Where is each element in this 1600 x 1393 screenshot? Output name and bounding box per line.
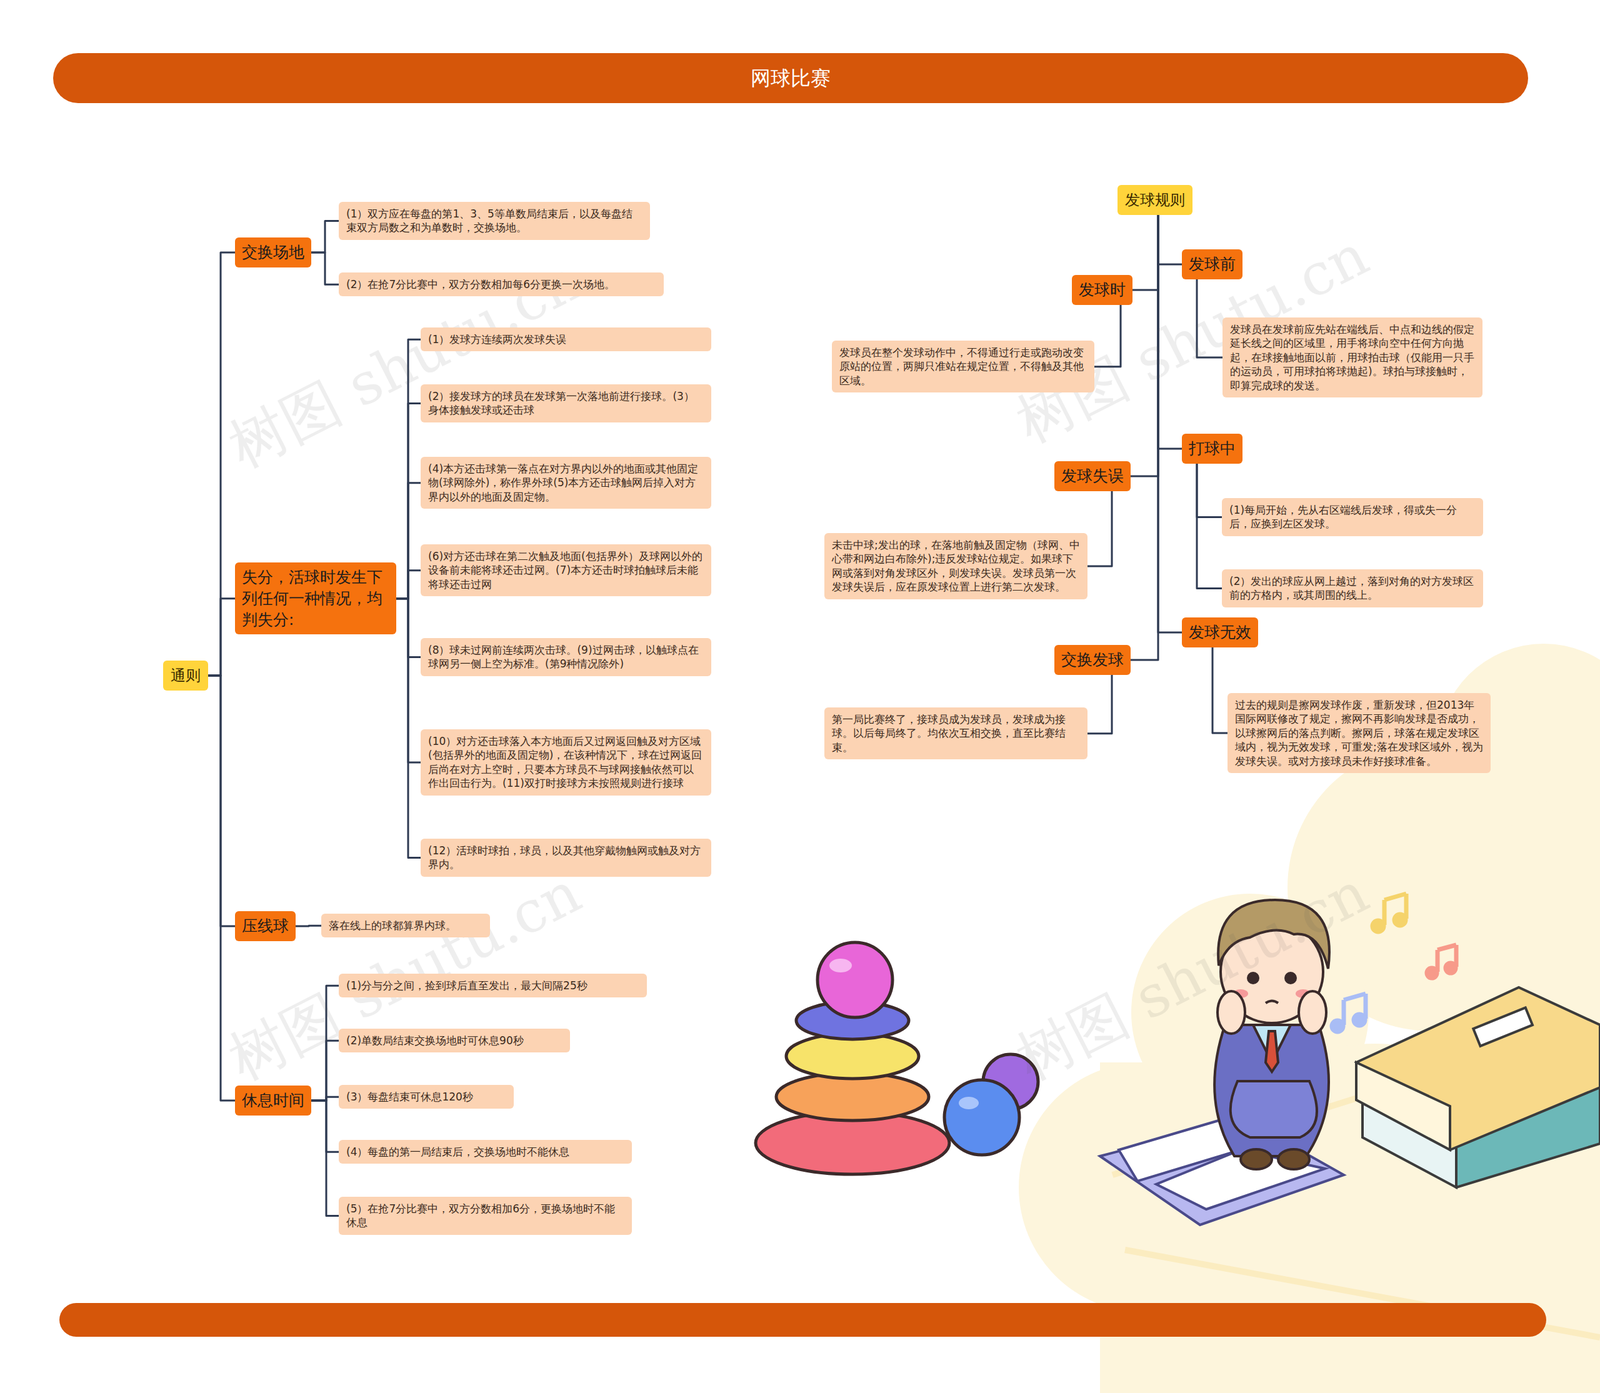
tree-connector: [311, 1100, 339, 1152]
stacking-toy: [755, 942, 950, 1175]
root-topic: 发球规则: [1117, 185, 1193, 215]
tree-connector: [1158, 215, 1182, 633]
topic-text: (1)分与分之间，捡到球后直至发出，最大间隔25秒: [346, 978, 640, 993]
leaf-note: (2）发出的球应从网上越过，落到对角的对方发球区前的方格内，或其周围的线上。: [1221, 569, 1484, 608]
topic-text: (10）对方还击球落入本方地面后又过网返回触及对方区域(包括界外的地面及固定物)…: [428, 734, 704, 791]
tree-connector: [1087, 675, 1112, 734]
topic-text: 发球失误: [1061, 465, 1124, 487]
tree-connector: [1158, 215, 1182, 265]
topic-text: 休息时间: [241, 1090, 305, 1112]
branch-topic: 交换场地: [235, 237, 312, 268]
branch-topic: 失分，活球时发生下列任何一种情况，均判失分:: [235, 562, 397, 635]
topic-text: (2)单数局结束交换场地时可休息90秒: [346, 1033, 563, 1048]
tree-connector: [1130, 215, 1159, 660]
topic-text: 发球无效: [1188, 621, 1252, 644]
branch-topic: 交换发球: [1054, 645, 1131, 675]
branch-topic: 压线球: [235, 911, 296, 942]
topic-text: 交换发球: [1061, 649, 1124, 671]
topic-text: (6)对方还击球在第二次触及地面(包括界外）及球网以外的设备前未能将球还击过网。…: [428, 549, 704, 592]
tree-connector: [311, 1100, 339, 1217]
topic-text: 发球员在整个发球动作中，不得通过行走或跑动改变原站的位置，两脚只准站在规定位置，…: [839, 345, 1087, 388]
topic-text: (1）双方应在每盘的第1、3、5等单数局结束后，以及每盘结束双方局数之和为单数时…: [346, 206, 643, 235]
leaf-note: 未击中球;发出的球，在落地前触及固定物（球网、中心带和网边白布除外);违反发球站…: [824, 533, 1088, 600]
tree-connector: [1196, 463, 1222, 518]
title-text: 网球比赛: [53, 53, 1529, 104]
topic-text: 未击中球;发出的球，在落地前触及固定物（球网、中心带和网边白布除外);违反发球站…: [831, 538, 1080, 595]
tree-connector: [396, 483, 421, 599]
topic-text: 第一局比赛终了，接球员成为发球员，发球成为接球。以后每局终了。均依次互相交换，直…: [831, 712, 1080, 755]
topic-text: 发球员在发球前应先站在端线后、中点和边线的假定延长线之间的区域里，用手将球向空中…: [1230, 322, 1475, 393]
topic-text: 压线球: [241, 915, 289, 937]
tree-connector: [311, 220, 339, 252]
branch-topic: 发球失误: [1054, 461, 1131, 492]
leaf-note: (5）在抢7分比赛中，双方分数相加6分，更换场地时不能休息: [338, 1196, 632, 1235]
leaf-note: (1）双方应在每盘的第1、3、5等单数局结束后，以及每盘结束双方局数之和为单数时…: [338, 201, 650, 240]
leaf-note: (4)本方还击球第一落点在对方界内以外的地面或其他固定物(球网除外)，称作界外球…: [420, 456, 712, 509]
topic-text: 交换场地: [241, 241, 305, 264]
topic-text: (12）活球时球拍，球员，以及其他穿戴物触网或触及对方界内。: [428, 843, 704, 872]
tree-connector: [295, 925, 322, 928]
topic-text: 通则: [170, 665, 201, 686]
topic-text: 发球前: [1188, 253, 1236, 275]
topic-text: (3）每盘结束可休息120秒: [346, 1090, 507, 1104]
tree-connector: [311, 252, 339, 285]
topic-text: 失分，活球时发生下列任何一种情况，均判失分:: [241, 566, 390, 630]
tree-connector: [1132, 215, 1159, 290]
leaf-note: (2）接发球方的球员在发球第一次落地前进行接球。(3）身体接触发球或还击球: [420, 384, 712, 423]
tree-connector: [396, 570, 421, 599]
tree-connector: [1196, 463, 1222, 589]
tree-connector: [1087, 491, 1112, 567]
branch-topic: 发球时: [1071, 275, 1133, 305]
topic-text: 落在线上的球都算界内球。: [328, 918, 483, 933]
leaf-note: (12）活球时球拍，球员，以及其他穿戴物触网或触及对方界内。: [420, 838, 712, 877]
topic-text: 过去的规则是擦网发球作废，重新发球，但2013年国际网联修改了规定，擦网不再影响…: [1235, 698, 1484, 769]
topic-text: (1)每局开始，先从右区端线后发球，得或失一分后，应换到左区发球。: [1229, 503, 1476, 532]
topic-text: 发球时: [1078, 279, 1126, 301]
branch-topic: 发球无效: [1181, 617, 1259, 648]
tree-connector: [396, 598, 421, 859]
topic-text: (2）发出的球应从网上越过，落到对角的对方发球区前的方格内，或其周围的线上。: [1229, 574, 1476, 603]
branch-topic: 休息时间: [235, 1085, 312, 1116]
leaf-note: 第一局比赛终了，接球员成为发球员，发球成为接球。以后每局终了。均依次互相交换，直…: [824, 707, 1088, 760]
tree-connector: [208, 598, 235, 676]
footer-band: [59, 1303, 1547, 1337]
topic-text: (5）在抢7分比赛中，双方分数相加6分，更换场地时不能休息: [346, 1201, 625, 1230]
tree-connector: [1212, 647, 1228, 734]
topic-text: (8）球未过网前连续两次击球。(9)过网击球，以触球点在球网另一侧上空为标准。(…: [428, 643, 704, 672]
topic-text: (4）每盘的第一局结束后，交换场地时不能休息: [346, 1145, 625, 1159]
leaf-note: (2)单数局结束交换场地时可休息90秒: [338, 1028, 570, 1053]
topic-text: 发球规则: [1125, 190, 1185, 210]
topic-text: (2）在抢7分比赛中，双方分数相加每6分更换一次场地。: [346, 277, 657, 292]
leaf-note: (4）每盘的第一局结束后，交换场地时不能休息: [338, 1140, 632, 1164]
leaf-note: (3）每盘结束可休息120秒: [338, 1085, 514, 1109]
tree-connector: [208, 252, 235, 676]
root-topic: 通则: [163, 660, 209, 691]
topic-text: 打球中: [1188, 438, 1236, 460]
leaf-note: (2）在抢7分比赛中，双方分数相加每6分更换一次场地。: [338, 272, 664, 297]
branch-topic: 打球中: [1181, 433, 1243, 464]
leaf-note: (6)对方还击球在第二次触及地面(包括界外）及球网以外的设备前未能将球还击过网。…: [420, 544, 712, 597]
leaf-note: (1)分与分之间，捡到球后直至发出，最大间隔25秒: [338, 973, 647, 998]
topic-text: (1）发球方连续两次发球失误: [428, 332, 704, 347]
leaf-note: 发球员在发球前应先站在端线后、中点和边线的假定延长线之间的区域里，用手将球向空中…: [1222, 317, 1483, 398]
leaf-note: (10）对方还击球落入本方地面后又过网返回触及对方区域(包括界外的地面及固定物)…: [420, 729, 712, 796]
leaf-note: (1）发球方连续两次发球失误: [420, 327, 712, 352]
topic-text: (2）接发球方的球员在发球第一次落地前进行接球。(3）身体接触发球或还击球: [428, 389, 704, 418]
leaf-note: 发球员在整个发球动作中，不得通过行走或跑动改变原站的位置，两脚只准站在规定位置，…: [831, 340, 1095, 393]
books: [1356, 987, 1600, 1188]
topic-text: (4)本方还击球第一落点在对方界内以外的地面或其他固定物(球网除外)，称作界外球…: [428, 461, 704, 504]
tree-connector: [396, 403, 421, 599]
leaf-note: (8）球未过网前连续两次击球。(9)过网击球，以触球点在球网另一侧上空为标准。(…: [420, 638, 712, 677]
leaf-note: 落在线上的球都算界内球。: [321, 913, 490, 938]
leaf-note: (1)每局开始，先从右区端线后发球，得或失一分后，应换到左区发球。: [1221, 498, 1484, 537]
leaf-note: 过去的规则是擦网发球作废，重新发球，但2013年国际网联修改了规定，擦网不再影响…: [1227, 693, 1491, 774]
branch-topic: 发球前: [1181, 249, 1243, 280]
